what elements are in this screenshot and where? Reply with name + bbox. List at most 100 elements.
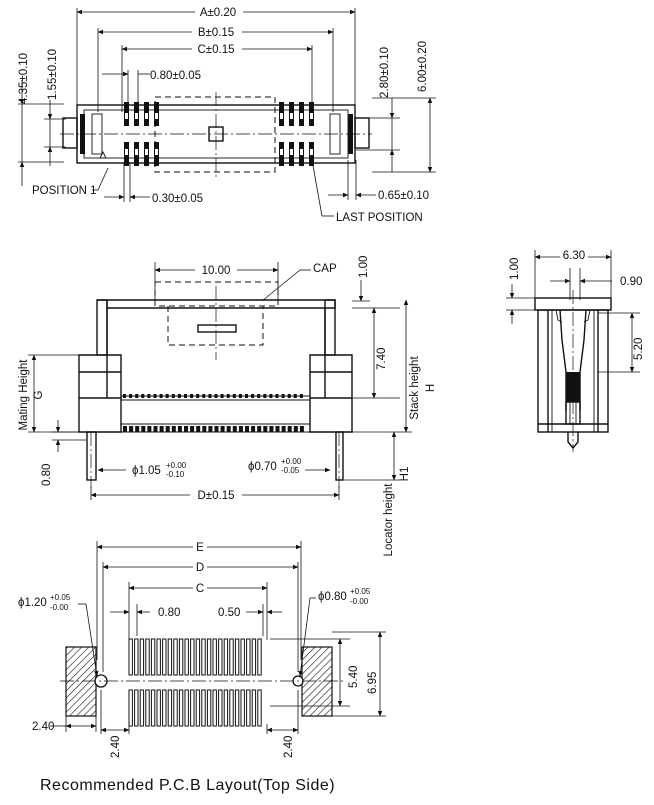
pcb-pad	[206, 689, 212, 727]
pcb-pad	[178, 638, 184, 676]
pcb-pad	[139, 638, 145, 676]
pcb-pad	[139, 689, 145, 727]
front-tooth	[281, 426, 286, 432]
pcb-pad	[223, 638, 229, 676]
front-tooth	[275, 394, 279, 398]
pcb-pad	[184, 689, 189, 727]
front-tooth	[275, 426, 280, 432]
front-tooth	[190, 426, 195, 432]
front-tooth	[141, 426, 146, 432]
top-pin-slot	[310, 149, 313, 155]
front-tooth	[153, 426, 158, 432]
front-teeth-top	[123, 394, 303, 398]
side-view: 6.30 0.90 1.00 5.20	[506, 248, 645, 452]
pcb-pad	[240, 689, 245, 727]
pcb-pad	[195, 689, 201, 727]
top-pins-right	[279, 102, 314, 166]
pcb-pad	[150, 689, 156, 727]
front-tooth	[153, 394, 157, 398]
pcb-pad	[257, 638, 262, 676]
top-pin-slot	[125, 149, 128, 155]
front-tooth	[251, 426, 256, 432]
pcb-pad	[162, 689, 167, 727]
front-tooth	[299, 394, 303, 398]
front-tooth	[177, 426, 182, 432]
hole-small-tol-lower: -0.05	[281, 466, 300, 475]
cap-label: CAP	[313, 263, 337, 275]
hole-small-label: ϕ0.70	[248, 461, 277, 473]
front-tooth	[171, 426, 176, 432]
dim-a-label: A±0.20	[200, 7, 236, 19]
front-tooth	[269, 426, 274, 432]
front-tooth	[226, 426, 231, 432]
body-height-label: 7.40	[376, 348, 388, 370]
front-tooth	[177, 394, 181, 398]
front-tooth	[141, 394, 145, 398]
pcb-caption: Recommended P.C.B Layout(Top Side)	[40, 777, 335, 794]
front-tooth	[220, 394, 224, 398]
pcb-total-span-label: 6.95	[367, 672, 379, 694]
locator-height-letter: H1	[399, 467, 411, 482]
pcb-pad	[229, 689, 234, 727]
front-tooth	[287, 394, 291, 398]
front-tooth	[269, 394, 273, 398]
top-pin-slot	[280, 113, 283, 119]
front-tooth	[196, 394, 200, 398]
stack-height-label: Stack height	[409, 356, 421, 420]
front-tooth	[214, 394, 218, 398]
pin-width-label: 0.30±0.05	[152, 193, 203, 205]
pcb-pad	[162, 638, 167, 676]
pcb-pad	[246, 689, 251, 727]
hole-large-label: ϕ1.05	[132, 465, 161, 477]
front-tooth	[293, 394, 297, 398]
pcb-pitch-label: 0.80	[158, 607, 180, 619]
pcb-hole-left-tol-lower: -0.00	[50, 603, 69, 612]
pcb-row-span-label: 5.40	[348, 666, 360, 688]
mating-height-letter: G	[33, 390, 45, 399]
cap-height-label: 1.00	[358, 256, 370, 278]
pcb-hole-right-tol-upper: +0.05	[350, 587, 371, 596]
front-tooth	[263, 394, 267, 398]
pcb-pad	[150, 638, 156, 676]
position-last-label: LAST POSITION	[336, 212, 423, 224]
front-tooth	[232, 426, 237, 432]
position-first-label: POSITION 1	[32, 185, 97, 197]
width-label: 4.35±0.10	[18, 53, 30, 104]
front-tooth	[159, 394, 163, 398]
front-tooth	[184, 394, 187, 398]
inner-label: 1.55±0.10	[47, 49, 59, 100]
front-tooth	[202, 426, 207, 432]
side-depth-label: 5.20	[633, 338, 645, 360]
pcb-pad	[251, 689, 257, 727]
top-pin-slot	[135, 149, 138, 155]
top-pin-slot	[300, 113, 303, 119]
front-view: 10.00 CAP Mating Hei	[18, 256, 437, 557]
front-tooth	[147, 394, 151, 398]
hole-large-tol-upper: +0.00	[166, 461, 187, 470]
pcb-pad	[145, 689, 150, 727]
pcb-pad	[156, 689, 161, 727]
pcb-offset-right-label: 2.40	[283, 736, 295, 758]
pcb-dim-c-label: C	[196, 583, 204, 595]
front-teeth-bottom	[123, 426, 304, 432]
top-pin-slot	[125, 113, 128, 119]
dim-b-label: B±0.15	[198, 27, 234, 39]
pcb-pad	[206, 638, 212, 676]
front-tooth	[245, 426, 249, 432]
top-pin-slot	[300, 149, 303, 155]
pcb-hole-right-label: ϕ0.80	[318, 591, 347, 603]
foot-label: 0.80	[41, 464, 53, 486]
front-tooth	[245, 394, 248, 398]
top-pin-slot	[290, 113, 293, 119]
front-tooth	[257, 394, 261, 398]
pcb-hole-left-tol-upper: +0.05	[50, 593, 71, 602]
front-tooth	[251, 394, 255, 398]
mating-height-label: Mating Height	[18, 359, 30, 431]
pcb-pad	[240, 638, 245, 676]
front-tooth	[165, 394, 169, 398]
pcb-offset-left-label: 2.40	[110, 736, 122, 758]
offset-label: 0.65±0.10	[378, 190, 429, 202]
pcb-pads-bottom	[128, 689, 262, 727]
